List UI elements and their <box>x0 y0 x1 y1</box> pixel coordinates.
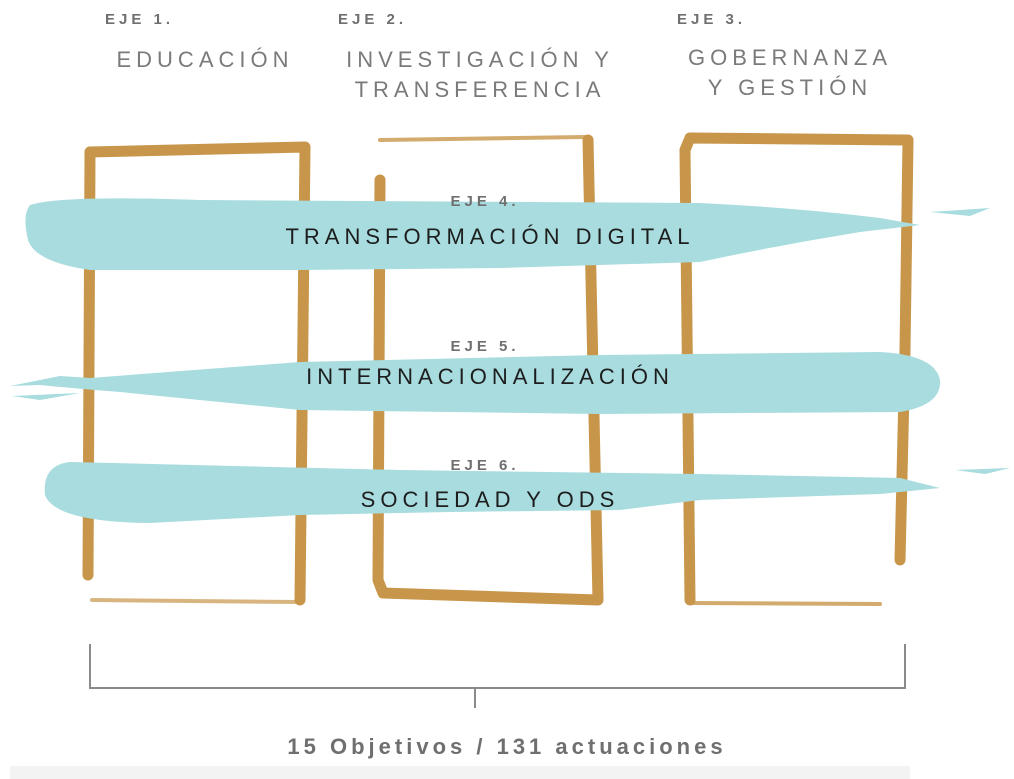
eje-6-title: SOCIEDAD Y ODS <box>360 487 620 512</box>
eje-1-label: EJE 1. <box>105 11 175 28</box>
eje-2-label: EJE 2. <box>338 11 408 28</box>
eje-1-title: EDUCACIÓN <box>60 45 350 75</box>
summary-footer: 15 Objetivos / 131 actuaciones <box>287 734 727 759</box>
bottom-strip <box>10 766 910 779</box>
eje-4-title: TRANSFORMACIÓN DIGITAL <box>285 224 695 249</box>
eje-1-title-line: EDUCACIÓN <box>116 47 294 72</box>
eje-2-title-line: TRANSFERENCIA <box>354 77 606 102</box>
band-transformacion-digital <box>25 198 990 270</box>
eje-3-title: GOBERNANZA Y GESTIÓN <box>660 43 920 103</box>
band-internacionalizacion <box>10 352 941 414</box>
eje-3-title-line: GOBERNANZA <box>687 45 893 70</box>
band-sociedad-ods <box>44 462 1010 523</box>
eje-5-label: EJE 5. <box>450 338 520 355</box>
eje-6-label: EJE 6. <box>450 457 520 474</box>
eje-2-title: INVESTIGACIÓN Y TRANSFERENCIA <box>320 45 640 105</box>
frame-investigacion <box>372 134 604 606</box>
eje-2-title-line: INVESTIGACIÓN Y <box>346 47 614 72</box>
bracket <box>89 644 906 708</box>
eje-5-title: INTERNACIONALIZACIÓN <box>306 364 674 389</box>
eje-3-title-line: Y GESTIÓN <box>707 75 873 100</box>
eje-4-label: EJE 4. <box>450 193 520 210</box>
eje-3-label: EJE 3. <box>677 11 747 28</box>
